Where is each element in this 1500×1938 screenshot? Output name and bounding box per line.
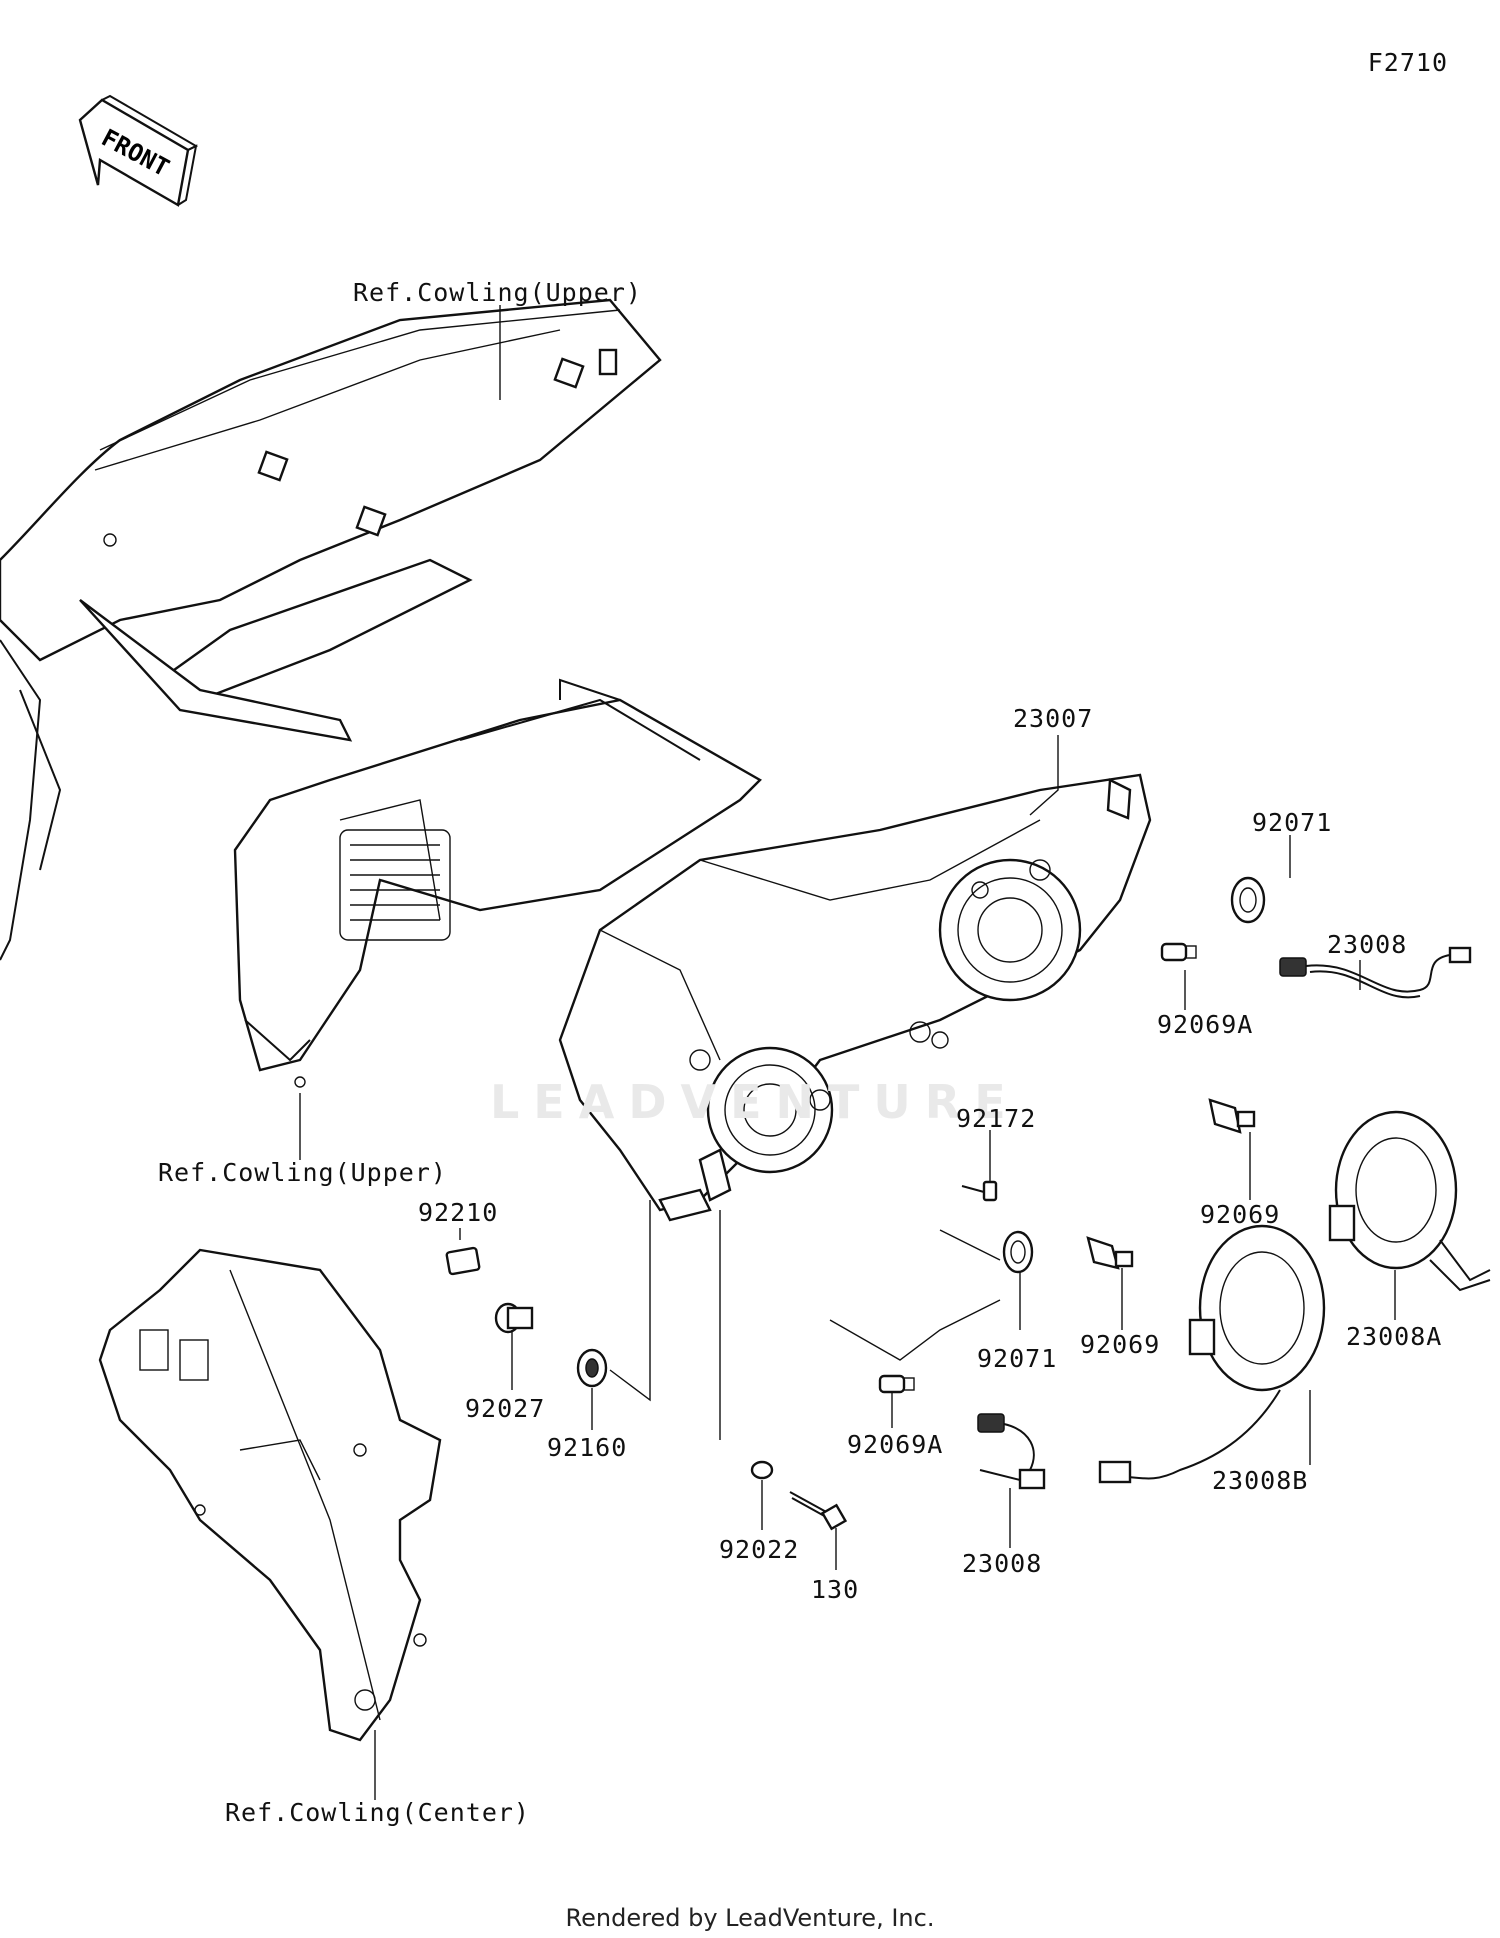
part-label-92069-right[interactable]: 92069 xyxy=(1200,1200,1281,1229)
small-parts-drawing xyxy=(445,876,1491,1531)
headlight-assembly-drawing xyxy=(558,773,1152,1222)
leader-lines xyxy=(299,305,1396,1800)
part-label-92069A-bottom[interactable]: 92069A xyxy=(847,1430,944,1459)
front-arrow-icon: FRONT xyxy=(78,94,199,207)
part-label-92071-mid[interactable]: 92071 xyxy=(977,1344,1058,1373)
ref-cowling-upper-top[interactable]: Ref.Cowling(Upper) xyxy=(353,278,642,307)
part-label-23008-bottom[interactable]: 23008 xyxy=(962,1549,1043,1578)
footer-credit: Rendered by LeadVenture, Inc. xyxy=(565,1904,935,1932)
cowling-upper-mid-drawing xyxy=(233,678,762,1088)
part-label-23008-top[interactable]: 23008 xyxy=(1327,930,1408,959)
part-label-92210[interactable]: 92210 xyxy=(418,1198,499,1227)
ref-cowling-center[interactable]: Ref.Cowling(Center) xyxy=(225,1798,530,1827)
part-label-92172[interactable]: 92172 xyxy=(956,1104,1037,1133)
part-label-23008B[interactable]: 23008B xyxy=(1212,1466,1309,1495)
watermark: LEADVENTURE xyxy=(490,1075,1020,1129)
cowling-center-drawing xyxy=(98,1248,442,1742)
diagram-code: F2710 xyxy=(1367,48,1448,77)
part-label-130[interactable]: 130 xyxy=(811,1575,860,1604)
part-label-92069A-top[interactable]: 92069A xyxy=(1157,1010,1254,1039)
part-label-23008A[interactable]: 23008A xyxy=(1346,1322,1443,1351)
part-label-92069-mid[interactable]: 92069 xyxy=(1080,1330,1161,1359)
part-label-92071-top[interactable]: 92071 xyxy=(1252,808,1333,837)
part-label-92027[interactable]: 92027 xyxy=(465,1394,546,1423)
part-label-23007[interactable]: 23007 xyxy=(1013,704,1094,733)
part-label-92160[interactable]: 92160 xyxy=(547,1433,628,1462)
part-label-92022[interactable]: 92022 xyxy=(719,1535,800,1564)
cowling-upper-top-drawing xyxy=(0,298,662,961)
ref-cowling-upper-mid[interactable]: Ref.Cowling(Upper) xyxy=(158,1158,447,1187)
